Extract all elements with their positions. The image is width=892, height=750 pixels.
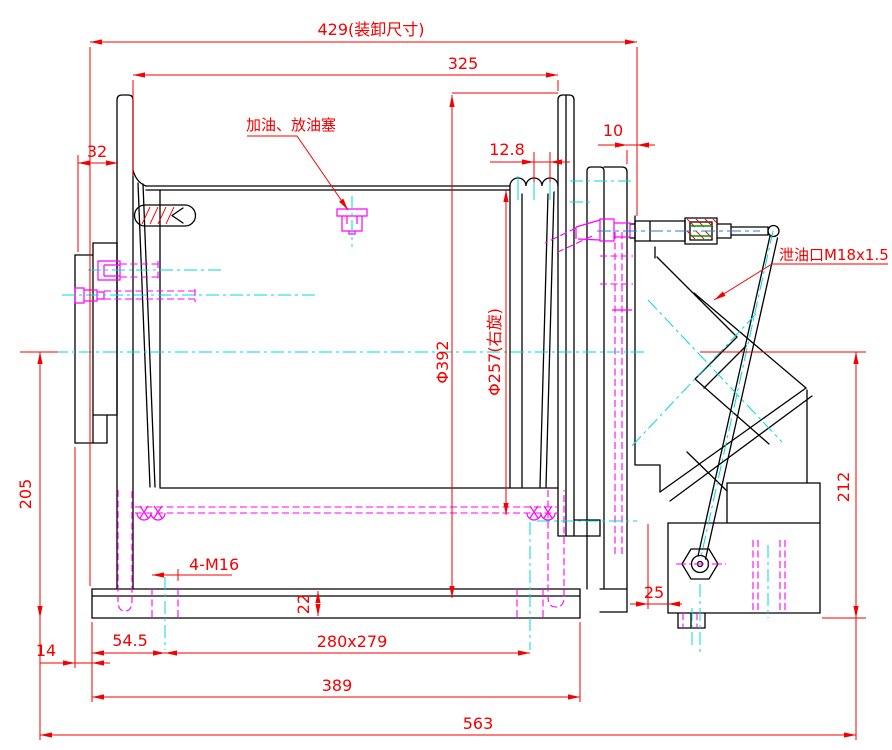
dim-205-text: 205	[16, 479, 35, 510]
dimension-text-layer: 429(装卸尺寸) 325 32 12.8 10 加油、放油塞 泄油口M18x1…	[16, 20, 889, 733]
anchor-bolt-left	[117, 490, 133, 612]
right-gear-housing	[586, 166, 628, 613]
dimension-layer	[20, 39, 888, 740]
pipe-axis	[700, 230, 774, 558]
base-hole-left	[151, 589, 179, 618]
drain-pipe	[697, 235, 779, 560]
dim-10-text: 10	[603, 121, 623, 140]
dim-212-text: 212	[834, 472, 853, 503]
base-hole-axes	[164, 522, 531, 650]
rope-nozzle	[575, 219, 601, 241]
dim-389-text: 389	[322, 676, 353, 695]
drum-right-flange	[557, 94, 601, 537]
drum-barrel	[145, 185, 559, 489]
drum-right-flange-cone	[539, 191, 555, 488]
pin-hatch	[141, 206, 175, 225]
hex-axis	[691, 545, 769, 652]
centerline-layer	[55, 180, 783, 652]
leader-oil-plug	[247, 135, 349, 211]
nozzle-hidden	[544, 227, 593, 253]
dim-325-text: 325	[448, 54, 479, 73]
valve-fitting	[599, 218, 631, 242]
housing-hidden-bolts	[600, 232, 633, 555]
ext-lines	[20, 47, 866, 740]
magenta-hidden-layer	[104, 227, 786, 628]
dim-563-text: 563	[463, 714, 494, 733]
dim-128-text: 12.8	[489, 140, 525, 159]
drum-left-flange	[132, 169, 161, 488]
dim-14-text: 14	[36, 641, 56, 660]
label-drain-port: 泄油口M18x1.5	[779, 246, 889, 264]
dim-280-text: 280x279	[317, 632, 388, 651]
housing-bracket	[634, 215, 661, 493]
valve-coupling	[684, 217, 769, 245]
leader-drain-port	[713, 263, 888, 301]
left-bearing-housing	[74, 242, 118, 444]
bolt-upper-shaft	[120, 261, 160, 280]
magenta-solid-layer	[74, 208, 632, 521]
rope-anchor-pin	[133, 204, 197, 227]
green-seal-lines	[691, 225, 712, 237]
motor-diagonal-axes	[629, 299, 783, 449]
base-hole-right	[516, 589, 544, 618]
dim-32-text: 32	[87, 142, 107, 161]
base-plate	[91, 588, 581, 619]
dim-392-text: Φ392	[433, 340, 452, 383]
motor-body	[659, 387, 813, 502]
dim-429-text: 429(装卸尺寸)	[317, 20, 424, 39]
housing-axes	[570, 180, 632, 203]
motor-bracket-edges	[656, 256, 807, 492]
label-oil-plug: 加油、放油塞	[246, 116, 336, 134]
dim-22-text: 22	[294, 594, 313, 614]
pipe-elbow	[767, 224, 780, 238]
coupling-hatch	[686, 218, 718, 240]
anchor-bolt-right	[547, 490, 565, 608]
dim-545-text: 54.5	[112, 631, 148, 650]
pedestal-hidden-bolts	[682, 540, 786, 628]
dim-257-text: Φ257(右旋)	[485, 308, 504, 396]
left-bolt-upper	[97, 260, 121, 281]
rope-hidden-lines	[135, 506, 558, 514]
left-support-plate	[116, 94, 134, 590]
oil-plug	[336, 208, 368, 235]
motor-pedestal	[667, 482, 821, 614]
hatch-layer	[141, 206, 718, 240]
dim-4m16-text: 4-M16	[189, 555, 239, 574]
dim-25-text: 25	[644, 583, 664, 602]
